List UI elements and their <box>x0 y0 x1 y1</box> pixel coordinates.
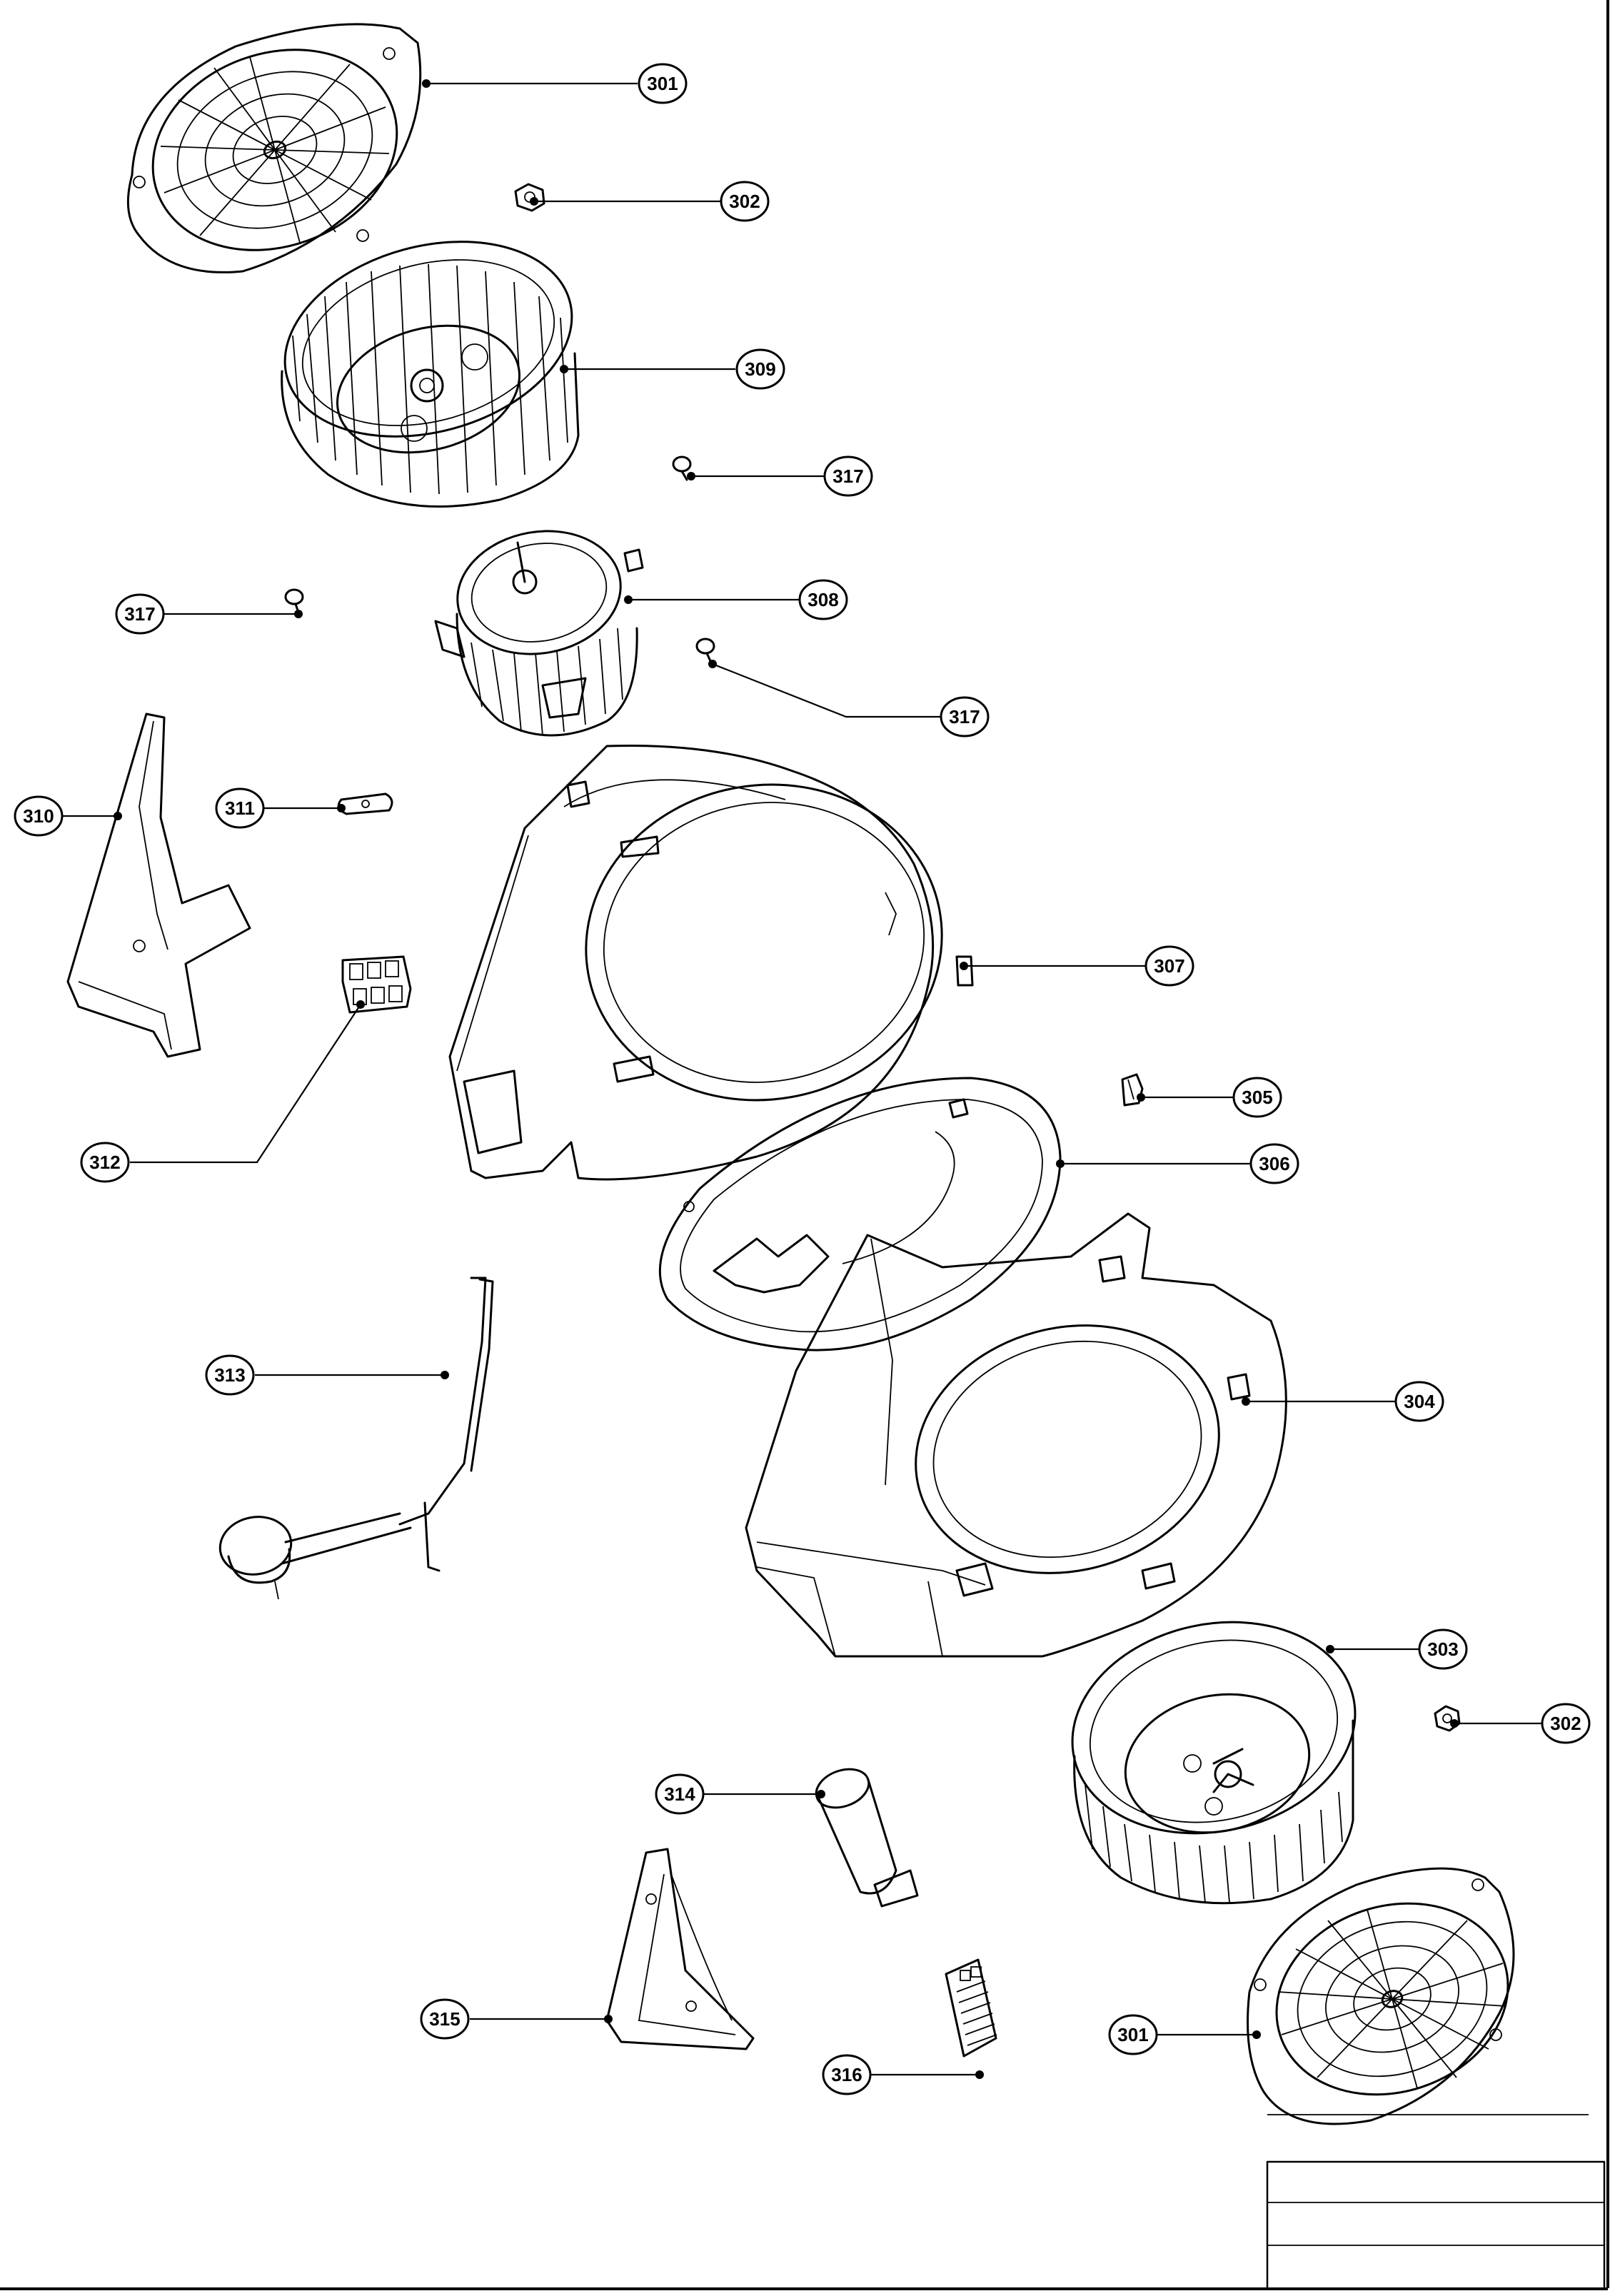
callout-308: 308 <box>624 579 848 620</box>
label-302-bottom: 302 <box>1550 1713 1581 1734</box>
housing-bottom <box>745 1212 1287 1658</box>
label-316: 316 <box>831 2064 862 2085</box>
clip <box>337 792 393 815</box>
label-310: 310 <box>23 805 54 827</box>
fan-guard-top <box>126 23 422 273</box>
label-305: 305 <box>1242 1087 1272 1108</box>
callout-302-bottom: 302 <box>1450 1703 1591 1744</box>
blower-wheel-top <box>281 241 580 508</box>
label-306: 306 <box>1259 1153 1289 1174</box>
callout-317-left: 317 <box>115 593 303 635</box>
callout-305: 305 <box>1137 1077 1282 1118</box>
title-block <box>1266 2114 1606 2290</box>
bracket <box>66 713 251 1058</box>
label-312: 312 <box>89 1152 120 1173</box>
label-313: 313 <box>214 1364 245 1386</box>
callout-311: 311 <box>215 787 346 829</box>
capacitor <box>815 1768 919 1908</box>
label-315: 315 <box>429 2008 460 2030</box>
label-308: 308 <box>808 589 838 610</box>
callout-317-right-top: 317 <box>687 455 873 497</box>
callout-303: 303 <box>1326 1628 1468 1670</box>
callout-306: 306 <box>1056 1143 1299 1184</box>
terminal-block-bottom <box>945 1958 997 2058</box>
thermostat <box>218 1277 494 1600</box>
label-311: 311 <box>225 797 255 819</box>
label-301-bottom: 301 <box>1117 2024 1148 2045</box>
callout-313: 313 <box>205 1354 449 1396</box>
motor <box>434 530 644 737</box>
screw-left <box>284 588 304 614</box>
label-317-left: 317 <box>124 603 155 625</box>
callout-312: 312 <box>80 1000 365 1183</box>
label-301-top: 301 <box>647 73 678 94</box>
blower-wheel-bottom <box>1071 1621 1357 1905</box>
callout-316: 316 <box>822 2054 984 2095</box>
label-304: 304 <box>1404 1391 1435 1412</box>
screw-right-mid <box>695 638 715 664</box>
callout-307: 307 <box>960 945 1194 987</box>
callout-309: 309 <box>560 348 785 390</box>
callout-301-top: 301 <box>422 63 688 104</box>
callout-302-top: 302 <box>530 181 770 222</box>
capacitor-bracket <box>605 1848 755 2050</box>
label-317-right-mid: 317 <box>949 706 980 727</box>
fan-guard-bottom <box>1247 1867 1515 2125</box>
label-317-right-top: 317 <box>832 465 863 487</box>
callout-314: 314 <box>655 1773 825 1815</box>
callout-317-right-mid: 317 <box>708 660 990 737</box>
terminal-block-top <box>341 955 412 1014</box>
label-303: 303 <box>1427 1638 1458 1660</box>
gasket-plate <box>658 1077 1062 1351</box>
callout-310: 310 <box>14 795 122 837</box>
label-314: 314 <box>664 1783 695 1805</box>
callout-315: 315 <box>420 1998 613 2040</box>
callout-301-bottom: 301 <box>1108 2014 1261 2055</box>
screw-right-top <box>672 455 692 481</box>
label-307: 307 <box>1154 955 1184 977</box>
label-302-top: 302 <box>729 191 760 212</box>
nut-top <box>514 183 545 212</box>
callout-304: 304 <box>1242 1381 1444 1422</box>
label-309: 309 <box>745 358 775 380</box>
housing-top <box>448 744 974 1181</box>
